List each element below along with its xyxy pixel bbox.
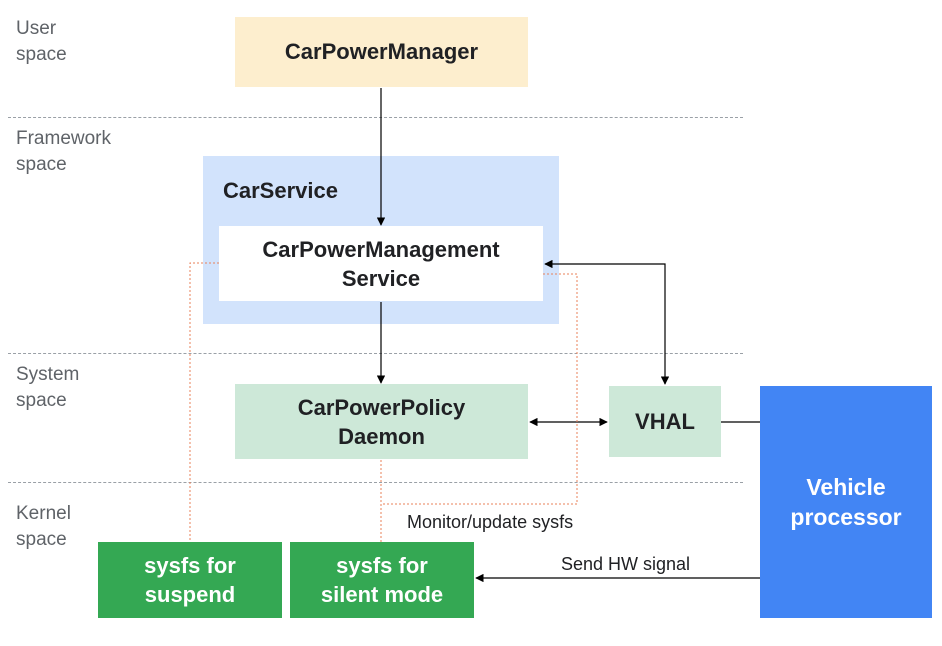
car-power-manager-label: CarPowerManager (284, 39, 479, 64)
layer-label-user: User space (16, 18, 67, 65)
vhal-label: VHAL (635, 408, 695, 434)
dotted-service-to-suspend (189, 262, 219, 542)
edge-label-send-hw-signal: Send HW signal (561, 554, 691, 574)
sysfs-silent-mode-box: sysfs for silent mode (290, 542, 474, 618)
divider-framework-system (8, 353, 743, 354)
sysfs-silent-mode-label: sysfs for silent mode (320, 553, 444, 607)
car-power-policy-daemon-label: CarPowerPolicy Daemon (297, 394, 466, 449)
vhal-box: VHAL (609, 386, 721, 457)
vehicle-processor-box: Vehicle processor (760, 386, 932, 618)
car-power-policy-daemon-box: CarPowerPolicy Daemon (235, 384, 528, 459)
dotted-service-to-silent (380, 273, 578, 542)
layer-label-framework: Framework space (16, 128, 112, 175)
car-service-label: CarService (223, 178, 338, 203)
divider-user-framework (8, 117, 743, 118)
layer-label-kernel: Kernel space (16, 503, 71, 550)
layer-label-system: System space (16, 364, 80, 411)
edge-label-monitor-update: Monitor/update sysfs (407, 512, 574, 532)
arrow-service-vhal (544, 259, 670, 385)
car-power-management-service-box: CarPowerManagement Service (219, 226, 543, 301)
divider-system-kernel (8, 482, 743, 483)
vehicle-processor-label: Vehicle processor (790, 474, 902, 530)
sysfs-suspend-box: sysfs for suspend (98, 542, 282, 618)
car-power-management-service-label: CarPowerManagement Service (262, 236, 500, 291)
car-power-manager-box: CarPowerManager (235, 17, 528, 87)
sysfs-suspend-label: sysfs for suspend (144, 553, 236, 607)
